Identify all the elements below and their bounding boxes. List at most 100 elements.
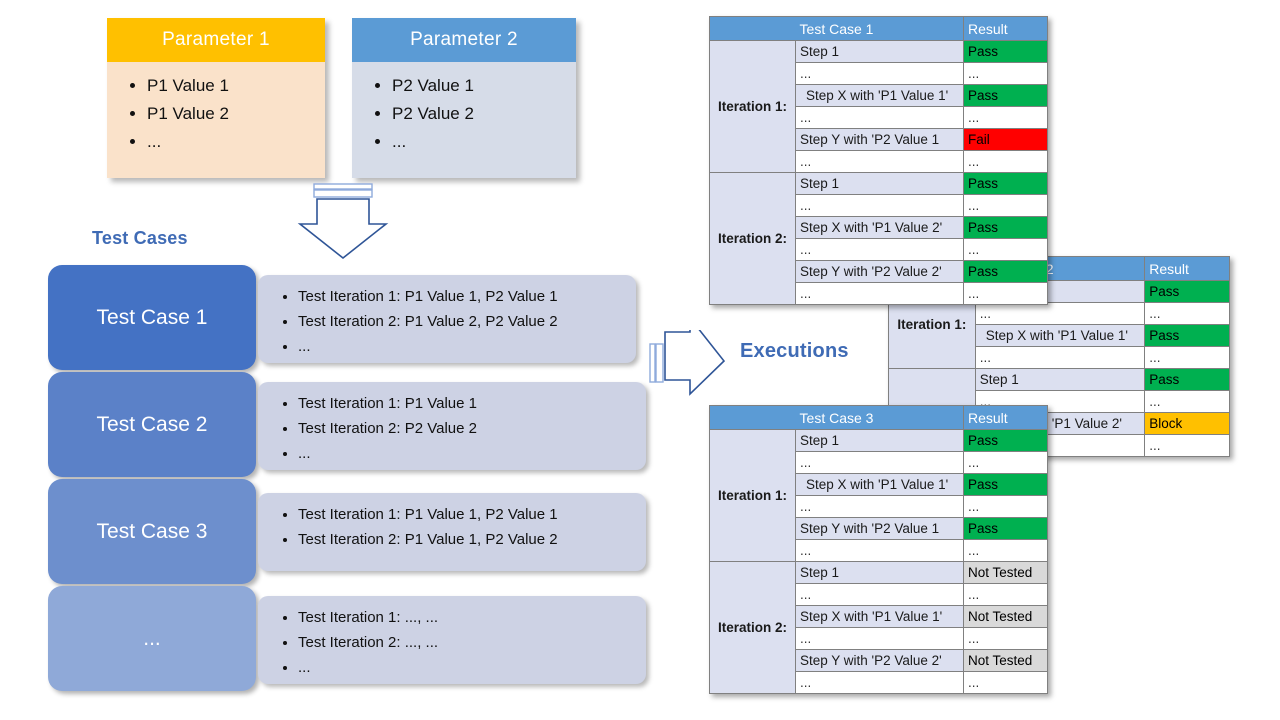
parameter-value: P1 Value 1 [147, 72, 325, 100]
iteration-label-cell: Iteration 1: [709, 40, 796, 173]
execution-step-row: Step Y with 'P2 Value 2'Not Tested [710, 649, 1048, 672]
right-arrow-icon [648, 315, 744, 396]
parameter-card-2-values: P2 Value 1 P2 Value 2 ... [352, 62, 576, 178]
result-cell: ... [1144, 302, 1230, 325]
step-cell: ... [795, 282, 964, 305]
step-cell: ... [795, 106, 964, 129]
step-cell: Step 1 [795, 40, 964, 63]
result-cell: Pass [963, 172, 1048, 195]
step-cell: ... [795, 671, 964, 694]
execution-step-row: ...... [710, 194, 1048, 217]
test-iteration-item: Test Iteration 1: ..., ... [298, 605, 646, 630]
parameter-card-1-values: P1 Value 1 P1 Value 2 ... [107, 62, 325, 178]
parameter-value: P2 Value 2 [392, 100, 576, 128]
result-cell: Not Tested [963, 561, 1048, 584]
execution-step-row: Step X with 'P1 Value 1'Not Tested [710, 605, 1048, 628]
test-case-chip-2[interactable]: Test Case 2 [48, 372, 256, 477]
result-cell: ... [963, 106, 1048, 129]
execution-table-title: Test Case 1 [709, 16, 964, 41]
parameter-value: ... [147, 128, 325, 156]
result-cell: Pass [963, 429, 1048, 452]
test-iteration-item: Test Iteration 1: P1 Value 1 [298, 391, 646, 416]
step-cell: Step 1 [974, 368, 1146, 391]
result-cell: Not Tested [963, 649, 1048, 672]
test-iteration-item: Test Iteration 1: P1 Value 1, P2 Value 1 [298, 502, 646, 527]
test-case-detail-2: Test Iteration 1: P1 Value 1 Test Iterat… [258, 382, 646, 470]
test-case-chip-3[interactable]: Test Case 3 [48, 479, 256, 584]
step-cell: Step Y with 'P2 Value 1 [795, 128, 964, 151]
execution-table-result-header: Result [963, 16, 1048, 41]
parameter-value: P1 Value 2 [147, 100, 325, 128]
parameter-value: P2 Value 1 [392, 72, 576, 100]
result-cell: ... [1144, 434, 1230, 457]
execution-step-row: ...... [710, 495, 1048, 518]
test-iteration-item: Test Iteration 2: ..., ... [298, 630, 646, 655]
test-iteration-item: Test Iteration 2: P2 Value 2 [298, 416, 646, 441]
parameter-card-1-title: Parameter 1 [107, 18, 325, 62]
test-iteration-item: ... [298, 441, 646, 466]
iteration-label-cell: Iteration 1: [709, 429, 796, 562]
step-cell: ... [795, 62, 964, 85]
result-cell: Pass [963, 216, 1048, 239]
step-cell: ... [795, 539, 964, 562]
result-cell: Pass [1144, 368, 1230, 391]
execution-step-row: Step Y with 'P2 Value 2'Pass [710, 260, 1048, 283]
step-cell: ... [795, 495, 964, 518]
step-cell: Step X with 'P1 Value 1' [974, 324, 1146, 347]
result-cell: ... [963, 495, 1048, 518]
execution-step-row: ...... [710, 671, 1048, 694]
test-case-detail-more: Test Iteration 1: ..., ... Test Iteratio… [258, 596, 646, 684]
step-cell: ... [795, 194, 964, 217]
step-cell: Step Y with 'P2 Value 2' [795, 649, 964, 672]
result-cell: ... [963, 282, 1048, 305]
step-cell: ... [974, 346, 1146, 369]
result-cell: ... [963, 194, 1048, 217]
execution-step-row: ...... [889, 302, 1230, 325]
test-iteration-item: ... [298, 334, 636, 359]
executions-label: Executions [740, 340, 849, 362]
execution-step-row: ...... [710, 539, 1048, 562]
result-cell: Pass [1144, 324, 1230, 347]
step-cell: ... [795, 150, 964, 173]
execution-step-row: ...... [710, 106, 1048, 129]
result-cell: Pass [963, 260, 1048, 283]
result-cell: ... [963, 539, 1048, 562]
parameter-card-2-title: Parameter 2 [352, 18, 576, 62]
parameter-card-2: Parameter 2 P2 Value 1 P2 Value 2 ... [352, 18, 576, 178]
step-cell: Step 1 [795, 429, 964, 452]
step-cell: Step Y with 'P2 Value 1 [795, 517, 964, 540]
test-iteration-item: Test Iteration 2: P1 Value 2, P2 Value 2 [298, 309, 636, 334]
result-cell: ... [963, 451, 1048, 474]
result-cell: Fail [963, 128, 1048, 151]
test-case-chip-1[interactable]: Test Case 1 [48, 265, 256, 370]
execution-step-row: ...... [710, 238, 1048, 261]
step-cell: ... [974, 302, 1146, 325]
result-cell: ... [963, 238, 1048, 261]
step-cell: ... [795, 627, 964, 650]
result-cell: ... [963, 150, 1048, 173]
step-cell: Step X with 'P1 Value 1' [795, 84, 964, 107]
iteration-label-cell: Iteration 2: [709, 172, 796, 305]
result-cell: Not Tested [963, 605, 1048, 628]
test-case-row: ... Test Iteration 1: ..., ... Test Iter… [0, 586, 1280, 694]
step-cell: Step X with 'P1 Value 1' [795, 605, 964, 628]
execution-step-row: ...... [710, 282, 1048, 305]
result-cell: ... [963, 62, 1048, 85]
test-case-chip-more[interactable]: ... [48, 586, 256, 691]
result-cell: ... [963, 583, 1048, 606]
test-iteration-item: Test Iteration 2: P1 Value 1, P2 Value 2 [298, 527, 646, 552]
execution-table-result-header: Result [1144, 256, 1230, 281]
result-cell: Pass [963, 84, 1048, 107]
test-case-row: Test Case 3 Test Iteration 1: P1 Value 1… [0, 479, 1280, 587]
result-cell: Pass [963, 473, 1048, 496]
down-arrow-icon [296, 182, 390, 262]
